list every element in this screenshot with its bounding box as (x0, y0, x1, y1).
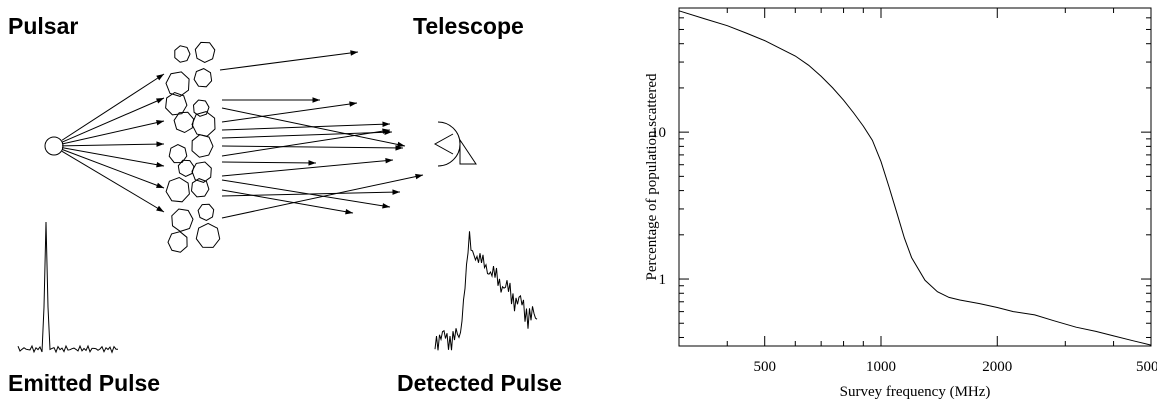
emitted-pulse-trace (17, 221, 119, 354)
emitted-rays (61, 73, 165, 213)
plot-frame (678, 7, 1152, 347)
scattering-cloud (195, 222, 221, 248)
ray-in-2 (61, 119, 165, 145)
scattering-cloud (194, 41, 216, 64)
scattering-cloud (193, 68, 213, 88)
scattering-cloud (165, 71, 190, 97)
scattering-diagram: Pulsar Telescope Emitted Pulse Detected … (8, 13, 562, 396)
x-tick-label: 5000 (1136, 359, 1157, 375)
x-axis-ticks: 500 1000 2000 5000 (678, 8, 1157, 375)
pulsar-label: Pulsar (8, 13, 78, 39)
scattering-cloud (190, 178, 210, 198)
ray-out-11 (221, 189, 354, 215)
scattering-cloud (168, 144, 188, 164)
series-line (678, 10, 1152, 346)
scattering-cloud (171, 208, 194, 232)
x-tick-label: 500 (753, 359, 776, 375)
detected-pulse-trace (434, 231, 538, 351)
scattering-cloud (197, 203, 215, 221)
ray-in-3 (61, 141, 165, 147)
ray-in-0 (61, 73, 165, 141)
emitted-pulse-label: Emitted Pulse (8, 370, 160, 396)
x-tick-label: 2000 (982, 359, 1012, 375)
x-axis-label: Survey frequency (MHz) (840, 384, 991, 400)
ray-out-6 (221, 145, 404, 151)
scattering-cloud (165, 91, 188, 116)
telescope-label: Telescope (413, 13, 524, 39)
y-tick-label: 1 (659, 272, 667, 288)
scattering-chart: 500 1000 2000 5000 1 10 Survey frequency (MH… (644, 7, 1157, 400)
detected-pulse-label: Detected Pulse (397, 370, 562, 396)
telescope-icon (433, 121, 477, 167)
scattering-cloud (174, 45, 191, 63)
ray-in-1 (61, 97, 165, 143)
ray-out-2 (221, 107, 406, 148)
ray-out-4 (221, 121, 391, 131)
ray-out-12 (221, 189, 401, 197)
ray-out-7 (221, 128, 391, 157)
ray-in-4 (61, 147, 165, 168)
ray-out-10 (221, 179, 391, 209)
y-axis-ticks: 1 10 (651, 17, 1151, 338)
ray-in-5 (61, 148, 165, 189)
scattered-rays (219, 50, 424, 219)
scattering-cloud (192, 99, 210, 117)
ray-in-6 (61, 150, 165, 213)
scattering-cloud (167, 231, 188, 253)
scattering-screen (165, 41, 221, 253)
ray-out-13 (221, 173, 424, 219)
ray-out-8 (221, 160, 317, 166)
ray-out-1 (222, 97, 320, 103)
scattering-cloud (173, 111, 195, 134)
y-tick-label: 10 (651, 125, 666, 141)
x-tick-label: 1000 (866, 359, 896, 375)
ray-out-9 (221, 157, 394, 177)
ray-out-0 (219, 50, 359, 71)
scattering-cloud (177, 159, 195, 177)
ray-out-3 (221, 101, 358, 123)
y-axis-label: Percentage of population scattered (644, 73, 660, 280)
scattering-cloud (191, 134, 214, 158)
pulsar-icon (44, 136, 64, 156)
scattering-cloud (191, 161, 212, 183)
scattering-cloud (165, 176, 190, 203)
